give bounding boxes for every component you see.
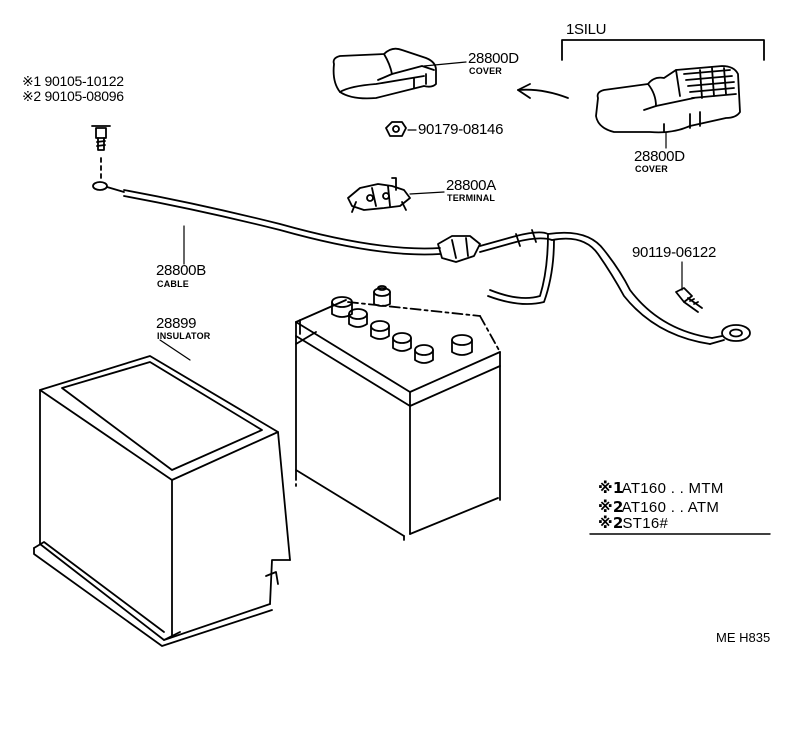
leader-lines <box>159 61 683 361</box>
cover-installed-name: COVER <box>635 164 669 174</box>
cable-name: CABLE <box>157 279 189 289</box>
insulator-name: INSULATOR <box>157 331 211 341</box>
insulator-number: 28899 <box>156 315 197 332</box>
insulator-illustration <box>33 355 291 647</box>
cover-removed-name: COVER <box>469 66 503 76</box>
bolt-variant-2-number: 90105-08096 <box>44 88 125 104</box>
legend-row-3-mark: ※2 <box>598 514 624 532</box>
legend-row-3: ※2 ST16# <box>598 514 669 532</box>
group-code-label: 1SILU <box>566 21 607 38</box>
cable-illustration <box>123 189 751 345</box>
legend-row-3-text: ST16# <box>622 515 669 532</box>
nut-number: 90179-08146 <box>418 121 504 138</box>
terminal-number: 28800A <box>446 177 496 194</box>
legend-row-2-text: AT160 . . ATM <box>621 499 720 516</box>
ring-terminal-left <box>92 181 125 193</box>
bolt-right-number: 90119-06122 <box>632 244 717 261</box>
nut-illustration <box>385 121 407 137</box>
legend-row-1: ※1 AT160 . . MTM <box>598 479 724 497</box>
bolt-left-illustration <box>91 125 111 181</box>
bolt-variant-1: ※1 90105-10122 <box>22 74 124 88</box>
terminal-name: TERMINAL <box>447 193 496 203</box>
cover-removed-number: 28800D <box>468 50 519 67</box>
cable-number: 28800B <box>156 262 206 279</box>
terminal-illustration <box>347 177 411 213</box>
bolt-variant-2-mark: ※2 <box>22 88 41 104</box>
cover-removed-illustration <box>332 47 437 100</box>
bolt-variant-2: ※2 90105-08096 <box>22 89 124 103</box>
removal-arrow <box>517 83 569 99</box>
legend-row-2: ※2 AT160 . . ATM <box>598 498 720 516</box>
bolt-right-illustration <box>675 287 703 313</box>
battery-illustration <box>295 285 501 541</box>
bolt-variant-1-mark: ※1 <box>22 73 41 89</box>
drawing-code: ME H835 <box>716 630 771 645</box>
group-bracket <box>561 39 765 61</box>
cover-installed-number: 28800D <box>634 148 685 165</box>
cover-installed-illustration <box>595 65 741 134</box>
bolt-variant-1-number: 90105-10122 <box>44 73 125 89</box>
legend-row-2-mark: ※2 <box>598 498 624 516</box>
legend-row-1-mark: ※1 <box>598 479 624 497</box>
legend-row-1-text: AT160 . . MTM <box>621 480 724 497</box>
